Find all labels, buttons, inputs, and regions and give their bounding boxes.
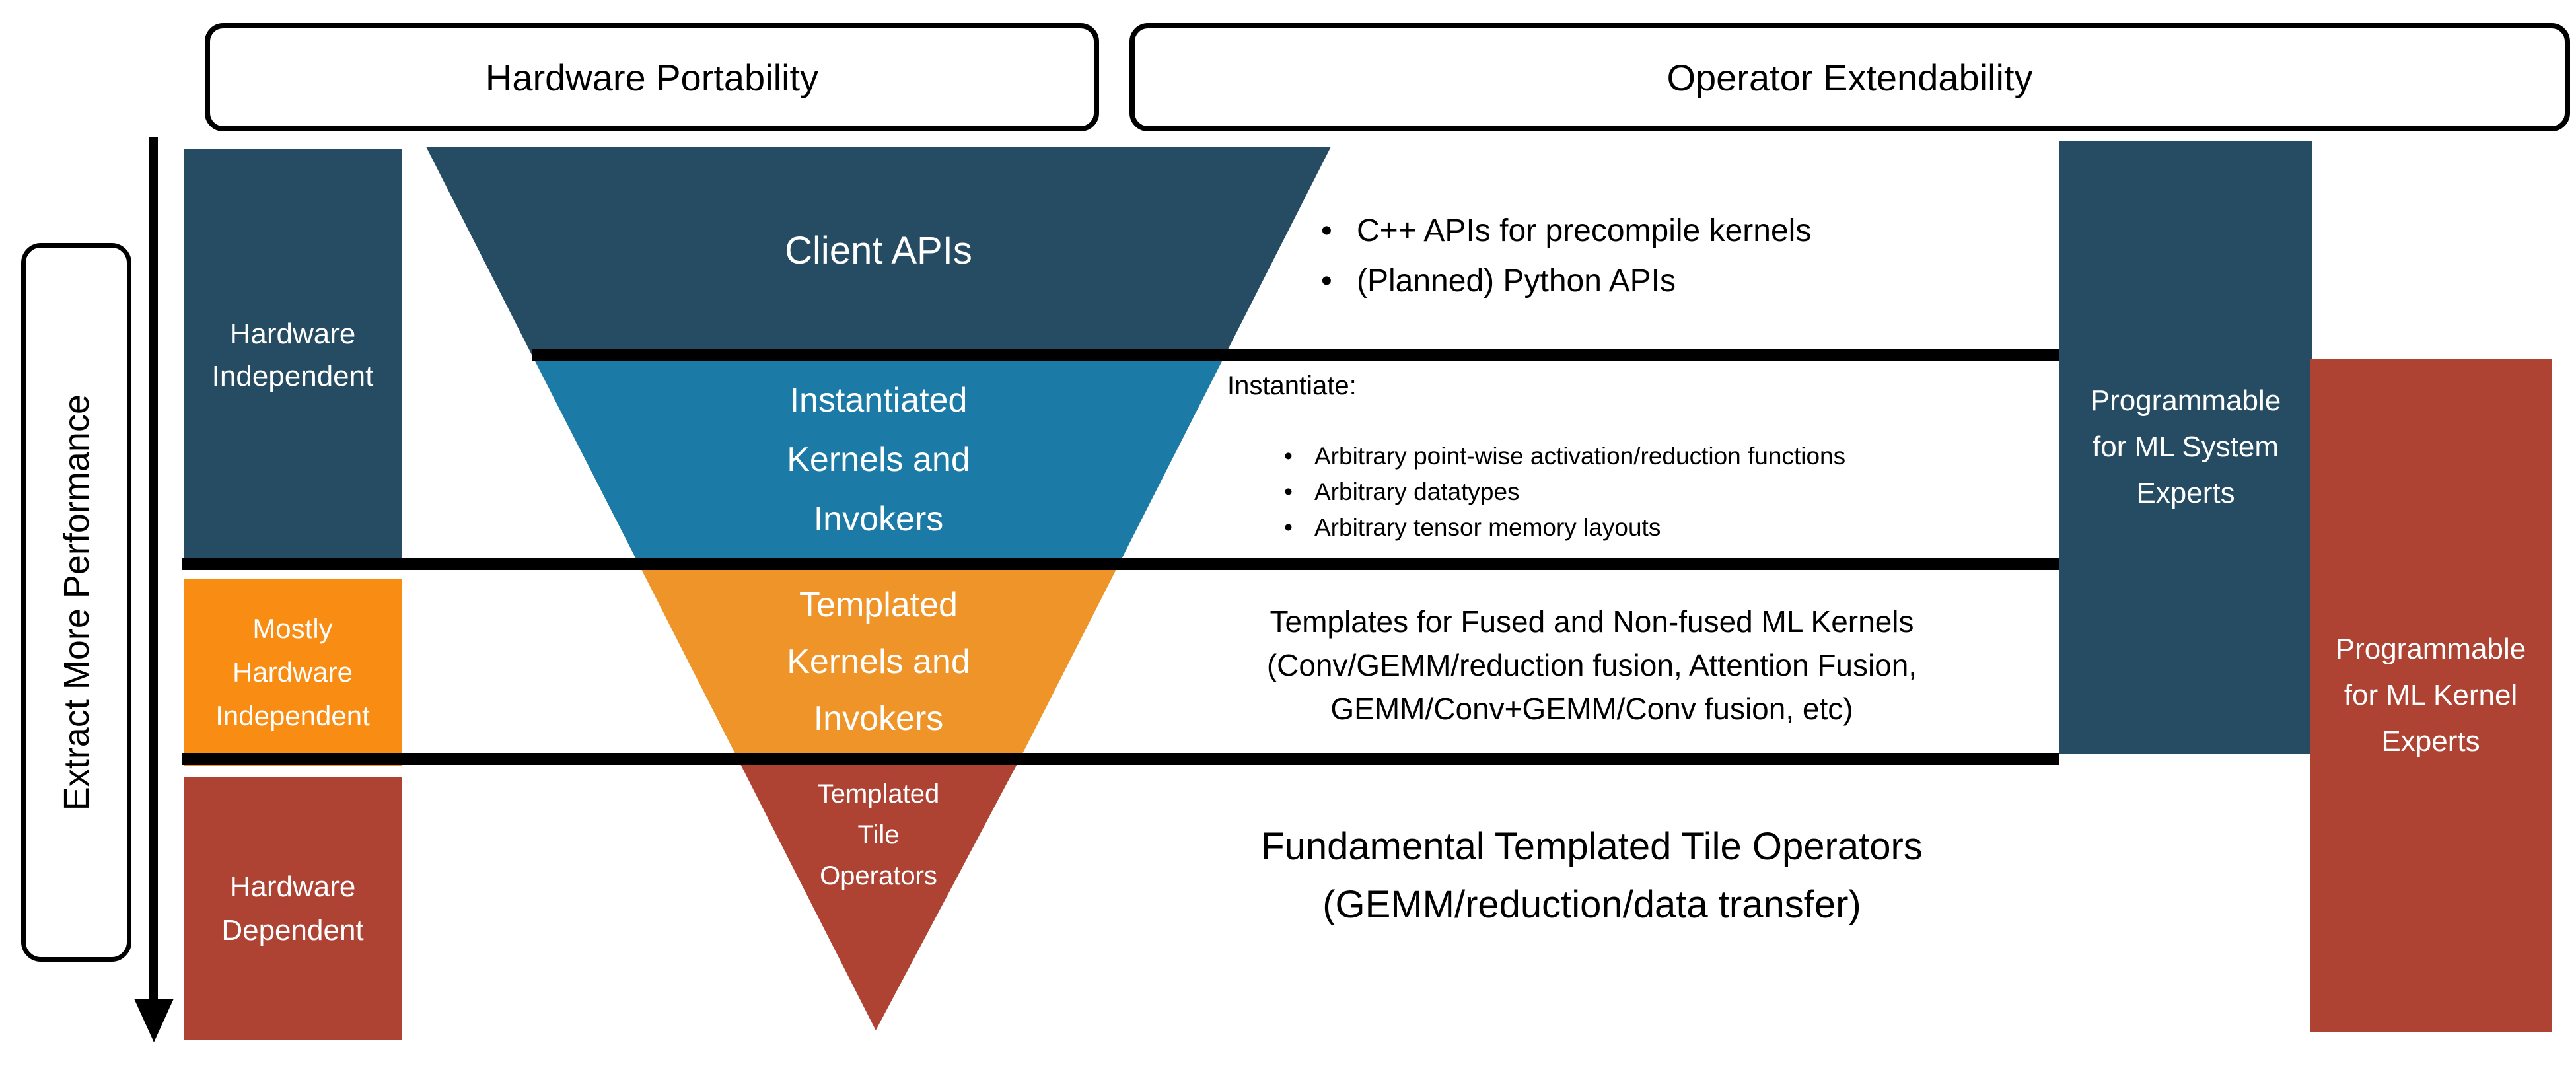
bullet-icon: • [1321,213,1332,248]
funnel-layer-client-apis: Client APIs [426,147,1331,355]
bullet-text: Arbitrary tensor memory layouts [1314,514,1661,541]
arrow-down-icon [134,999,174,1042]
list-item: • C++ APIs for precompile kernels [1321,206,1811,256]
instantiate-heading: Instantiate: [1227,371,1357,400]
bullet-icon: • [1284,514,1293,541]
list-item: • Arbitrary datatypes [1284,474,1845,510]
bullet-text: C++ APIs for precompile kernels [1357,213,1812,248]
performance-arrow-shaft [149,137,158,1000]
extract-more-performance-label: Extract More Performance [56,394,96,811]
instantiate-bullet-list: • Arbitrary point-wise activation/reduct… [1284,439,1845,546]
separator-line-1 [532,349,2059,361]
extract-more-performance-box: Extract More Performance [21,243,131,962]
client-apis-label: Client APIs [785,229,972,272]
templates-note: Templates for Fused and Non-fused ML Ker… [1266,604,1917,726]
hardware-portability-box: Hardware Portability [205,23,1099,131]
separator-line-2 [182,558,2059,570]
bullet-text: Arbitrary datatypes [1314,478,1520,505]
bullet-icon: • [1284,478,1293,505]
bullet-text: (Planned) Python APIs [1357,264,1676,299]
operator-extendability-label: Operator Extendability [1666,56,2033,98]
bullet-icon: • [1321,264,1332,299]
bullet-icon: • [1284,443,1293,470]
list-item: • (Planned) Python APIs [1321,256,1811,306]
fundamental-note: Fundamental Templated Tile Operators(GEM… [1261,825,1923,926]
separator-line-3 [182,753,2059,765]
list-item: • Arbitrary point-wise activation/reduct… [1284,439,1845,474]
operator-extendability-box: Operator Extendability [1129,23,2570,131]
list-item: • Arbitrary tensor memory layouts [1284,510,1845,546]
hardware-portability-label: Hardware Portability [485,56,819,98]
bullet-text: Arbitrary point-wise activation/reductio… [1314,443,1846,470]
client-api-bullet-list: • C++ APIs for precompile kernels • (Pla… [1321,206,1811,306]
